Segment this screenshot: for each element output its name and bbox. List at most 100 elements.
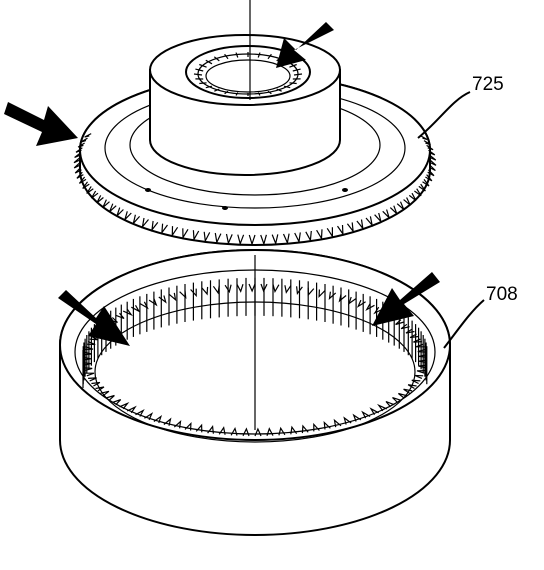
gear-tooth bbox=[365, 216, 374, 228]
gear-tooth bbox=[426, 144, 434, 151]
gear-tooth bbox=[242, 427, 250, 437]
internal-spline-wall bbox=[82, 277, 428, 388]
gear-tooth bbox=[173, 419, 182, 429]
callout-725: 725 bbox=[472, 74, 504, 95]
gear-tooth bbox=[78, 176, 87, 184]
gear-tooth bbox=[305, 230, 312, 243]
gear-tooth bbox=[73, 162, 81, 169]
gear-tooth bbox=[124, 211, 132, 221]
gear-tooth bbox=[86, 186, 94, 194]
spline-line bbox=[293, 73, 303, 76]
gear-tooth bbox=[95, 386, 105, 392]
gear-tooth bbox=[294, 232, 301, 244]
gear-tooth bbox=[400, 323, 410, 330]
gear-tooth bbox=[96, 195, 104, 204]
gear-tooth bbox=[153, 414, 163, 424]
gear-tooth bbox=[301, 424, 309, 434]
gear-tooth bbox=[112, 399, 122, 406]
spline-line bbox=[205, 85, 213, 89]
gear-tooth bbox=[411, 379, 421, 385]
gear-tooth bbox=[374, 212, 382, 222]
gear-tooth bbox=[284, 285, 292, 294]
gear-tooth bbox=[141, 217, 149, 229]
gear-tooth bbox=[236, 284, 244, 293]
gear-tooth bbox=[182, 228, 189, 240]
gear-tooth bbox=[352, 413, 362, 422]
gear-tooth bbox=[326, 227, 333, 239]
gear-tooth bbox=[230, 426, 238, 436]
gear-tooth bbox=[161, 223, 168, 235]
spline-line bbox=[193, 73, 203, 76]
gear-tooth bbox=[369, 407, 379, 416]
gear-tooth bbox=[207, 425, 214, 434]
spline-line bbox=[267, 90, 272, 95]
spline-line bbox=[199, 63, 207, 68]
spline-line bbox=[257, 92, 261, 96]
gear-tooth bbox=[272, 284, 280, 294]
gear-tooth bbox=[343, 416, 352, 425]
gear-tooth bbox=[429, 154, 437, 161]
gear-tooth bbox=[377, 403, 388, 412]
gear-tooth bbox=[168, 292, 177, 302]
spline-line bbox=[292, 68, 301, 72]
gear-tooth bbox=[74, 166, 82, 174]
gear-tooth bbox=[224, 284, 232, 294]
gear-tooth bbox=[403, 388, 413, 394]
gear-tooth bbox=[428, 149, 436, 156]
gear-tooth bbox=[135, 408, 145, 417]
gear-tooth bbox=[254, 427, 262, 437]
spline-line bbox=[257, 52, 261, 58]
gear-tooth bbox=[422, 179, 430, 187]
spline-line bbox=[289, 63, 297, 68]
arrow-icon bbox=[372, 272, 440, 326]
gear-tooth bbox=[151, 220, 159, 232]
gear-tooth bbox=[75, 147, 83, 153]
gear-tooth bbox=[237, 234, 245, 246]
gear-tooth bbox=[428, 164, 436, 172]
gear-tooth bbox=[403, 197, 411, 206]
gear-tooth bbox=[316, 229, 323, 241]
gear-tooth bbox=[100, 390, 110, 397]
gear-tooth bbox=[414, 188, 422, 197]
gear-tooth bbox=[392, 397, 402, 403]
gear-tooth bbox=[333, 418, 342, 428]
gear-tooth bbox=[203, 231, 211, 243]
gear-tooth bbox=[373, 306, 384, 315]
gear-tooth bbox=[416, 370, 426, 374]
gear-tooth bbox=[84, 346, 94, 350]
gear-tooth bbox=[425, 174, 433, 182]
gear-tooth bbox=[163, 417, 172, 426]
gear-tooth bbox=[323, 420, 331, 430]
gear-tooth bbox=[365, 303, 375, 312]
spline-line bbox=[213, 56, 220, 62]
gear-tooth bbox=[337, 224, 344, 236]
gear-tooth bbox=[90, 190, 99, 199]
arrow-icon bbox=[4, 102, 78, 146]
gear-tooth bbox=[126, 405, 137, 414]
gear-tooth bbox=[290, 425, 298, 435]
spline-line bbox=[224, 53, 229, 60]
gear-tooth bbox=[195, 423, 203, 433]
gear-tooth bbox=[82, 181, 90, 189]
gear-tooth bbox=[218, 426, 226, 435]
spline-line bbox=[289, 82, 297, 85]
gear-tooth bbox=[184, 421, 192, 431]
gear-tooth bbox=[398, 392, 408, 399]
bolt-hole bbox=[222, 206, 228, 210]
gear-tooth bbox=[248, 234, 256, 246]
gear-tooth bbox=[77, 142, 85, 148]
gear-tooth bbox=[102, 199, 110, 208]
spline-line bbox=[214, 88, 220, 92]
gear-tooth bbox=[85, 372, 95, 377]
gear-tooth bbox=[214, 232, 222, 245]
gear-tooth bbox=[74, 152, 82, 159]
gear-tooth bbox=[88, 377, 97, 382]
gear-tooth bbox=[201, 286, 209, 296]
spline-line bbox=[224, 90, 229, 95]
gear-tooth bbox=[148, 298, 158, 307]
gear-tooth bbox=[225, 233, 233, 246]
gear-tooth bbox=[282, 233, 290, 245]
gear-tooth bbox=[361, 410, 371, 419]
